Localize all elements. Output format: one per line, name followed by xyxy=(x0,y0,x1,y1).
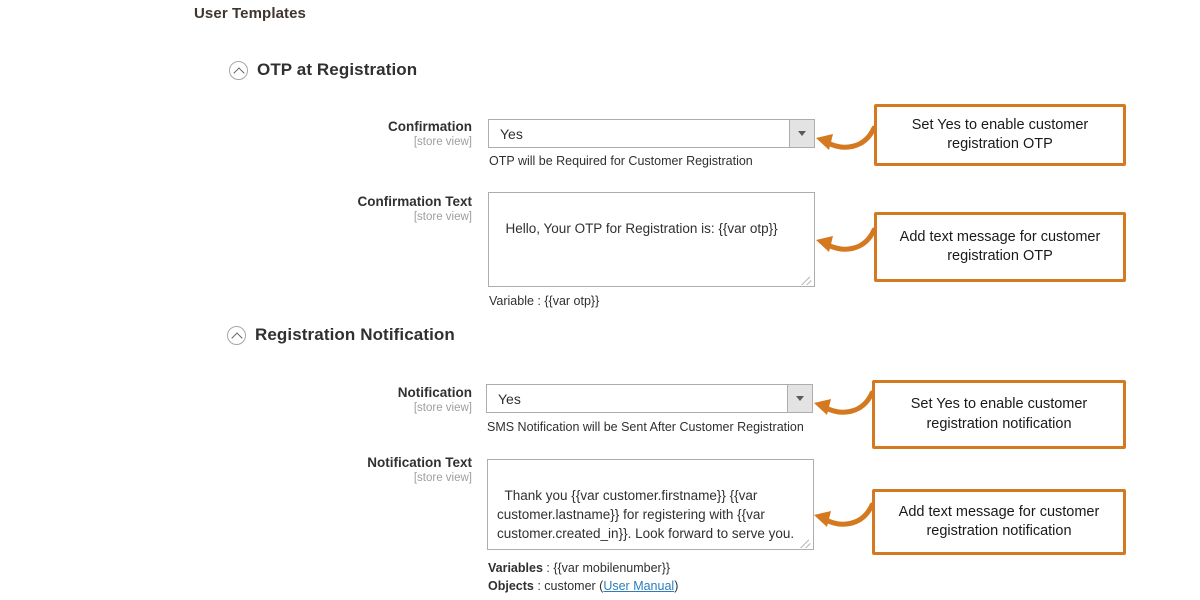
callout-notification: Set Yes to enable customer registration … xyxy=(872,380,1126,449)
field-label-text: Confirmation xyxy=(388,119,472,134)
field-scope-text: [store view] xyxy=(413,210,472,223)
objects-value: customer ( xyxy=(544,579,604,594)
variables-sep: : xyxy=(542,561,554,575)
variables-line: Variables : {{var mobilenumber}} xyxy=(488,559,678,577)
select-notification[interactable]: Yes xyxy=(486,384,813,413)
field-label-notification-text: Notification Text [store view] xyxy=(300,455,472,485)
objects-close: ) xyxy=(674,579,679,594)
variables-label: Variables xyxy=(488,561,543,575)
textarea-notification-text[interactable]: Thank you {{var customer.firstname}} {{v… xyxy=(487,459,814,550)
field-note-confirmation: OTP will be Required for Customer Regist… xyxy=(489,154,753,168)
section-header-registration-notification[interactable]: Registration Notification xyxy=(227,325,455,345)
callout-confirmation-text: Add text message for customer registrati… xyxy=(874,212,1126,282)
field-note-confirmation-text: Variable : {{var otp}} xyxy=(489,294,600,308)
callout-arrow-confirmation xyxy=(816,125,877,150)
objects-label: Objects xyxy=(488,579,534,594)
callout-confirmation-text-text: Add text message for customer registrati… xyxy=(899,228,1101,264)
resize-handle-icon[interactable] xyxy=(801,274,812,285)
section-title: Registration Notification xyxy=(255,325,455,344)
field-scope-text: [store view] xyxy=(413,401,472,414)
callout-arrow-notification xyxy=(814,390,875,415)
field-label-confirmation: Confirmation [store view] xyxy=(300,119,472,149)
variables-value: {{var mobilenumber}} xyxy=(553,561,671,575)
section-title: OTP at Registration xyxy=(257,60,418,79)
callout-notification-text-text: Add text message for customer registrati… xyxy=(898,503,1100,539)
field-label-confirmation-text: Confirmation Text [store view] xyxy=(300,194,473,224)
chevron-up-circle-icon xyxy=(229,60,248,80)
objects-line: Objects : customer (User Manual) xyxy=(488,577,678,595)
field-scope-text: [store view] xyxy=(413,135,472,148)
callout-arrow-confirmation-text xyxy=(816,227,877,252)
chevron-down-icon[interactable] xyxy=(787,385,812,412)
textarea-notification-text-value: Thank you {{var customer.firstname}} {{v… xyxy=(497,488,795,542)
select-confirmation-value: Yes xyxy=(500,125,523,142)
callout-arrow-notification-text xyxy=(814,502,875,527)
chevron-up-circle-icon xyxy=(227,325,246,345)
field-label-text: Notification Text xyxy=(367,455,472,470)
textarea-confirmation-text-value: Hello, Your OTP for Registration is: {{v… xyxy=(505,221,778,237)
field-label-notification: Notification [store view] xyxy=(300,385,472,415)
callout-confirmation: Set Yes to enable customer registration … xyxy=(874,104,1126,166)
field-label-text: Notification xyxy=(397,385,472,400)
field-scope-text: [store view] xyxy=(413,471,472,484)
select-notification-value: Yes xyxy=(498,390,521,407)
chevron-down-icon[interactable] xyxy=(789,120,814,147)
callout-notification-text: Set Yes to enable customer registration … xyxy=(910,396,1088,432)
page-title: User Templates xyxy=(194,5,307,22)
textarea-confirmation-text[interactable]: Hello, Your OTP for Registration is: {{v… xyxy=(488,192,815,287)
callout-notification-text: Add text message for customer registrati… xyxy=(872,489,1126,555)
select-confirmation[interactable]: Yes xyxy=(488,119,815,148)
field-note-notification: SMS Notification will be Sent After Cust… xyxy=(487,420,804,434)
variables-footer: Variables : {{var mobilenumber}} Objects… xyxy=(488,559,678,595)
section-header-otp-at-registration[interactable]: OTP at Registration xyxy=(229,60,417,80)
callout-confirmation-text: Set Yes to enable customer registration … xyxy=(911,116,1089,152)
objects-sep: : xyxy=(533,579,545,594)
field-label-text: Confirmation Text xyxy=(357,194,473,209)
user-manual-link[interactable]: User Manual xyxy=(603,579,675,594)
